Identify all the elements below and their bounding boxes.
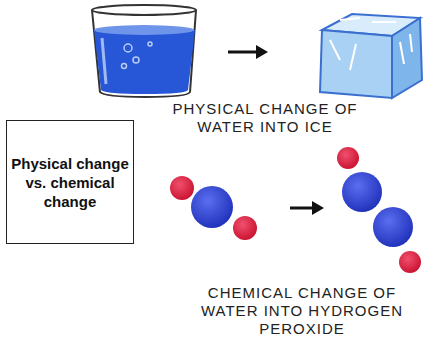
box-text: Physical change vs. chemical change (7, 154, 133, 211)
beaker-of-water (92, 5, 196, 97)
water-molecule (170, 176, 257, 240)
hydrogen-peroxide-molecule (337, 147, 421, 273)
title-box: Physical change vs. chemical change (6, 120, 134, 244)
arrow (228, 45, 268, 59)
ice-cube (320, 14, 422, 98)
caption-label: CHEMICAL CHANGE OF WATER INTO HYDROGEN P… (196, 284, 408, 338)
arrow (290, 201, 324, 215)
caption-label: PHYSICAL CHANGE OF WATER INTO ICE (160, 100, 370, 136)
